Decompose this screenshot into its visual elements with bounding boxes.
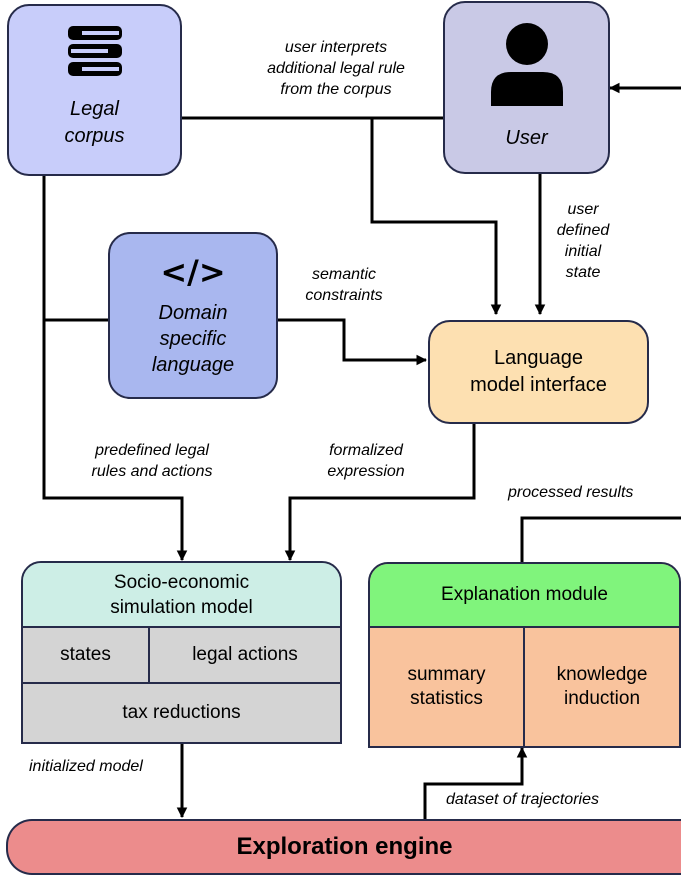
person-icon bbox=[487, 22, 567, 111]
formalized-line2: expression bbox=[327, 463, 405, 480]
lm-interface-label-line2: model interface bbox=[470, 374, 607, 396]
label-semantic-constraints: semantic constraints bbox=[284, 264, 404, 306]
semantic-line1: semantic bbox=[311, 266, 377, 283]
lm-interface-label-line1: Language bbox=[494, 347, 583, 369]
code-icon: </> bbox=[160, 252, 226, 291]
explanation-module-node: Explanation module summary statistics kn… bbox=[368, 562, 681, 748]
knowledge-line2: induction bbox=[563, 688, 641, 709]
summary-line2: statistics bbox=[410, 688, 483, 709]
user-interprets-line2: additional legal rule bbox=[267, 60, 405, 77]
language-model-interface-node: Language model interface bbox=[428, 320, 649, 424]
edge-corpus-to-sim bbox=[42, 176, 188, 562]
knowledge-line1: knowledge bbox=[556, 664, 648, 685]
edge-dsl-to-lm bbox=[278, 318, 428, 366]
user-defined-line2: defined bbox=[556, 222, 610, 239]
books-icon bbox=[65, 23, 125, 90]
cell-tax-reductions: tax reductions bbox=[122, 702, 241, 723]
dsl-label-line1: Domain bbox=[158, 301, 228, 324]
edge-corpus-to-lm bbox=[370, 118, 502, 316]
legal-corpus-label-line1: Legal bbox=[70, 97, 119, 120]
formalized-line1: formalized bbox=[329, 442, 403, 459]
cell-legal-actions: legal actions bbox=[150, 628, 340, 684]
cell-summary-statistics: summary statistics bbox=[370, 628, 525, 746]
engine-label: Exploration engine bbox=[236, 833, 453, 860]
sim-title-line2: simulation model bbox=[110, 596, 253, 618]
simulation-model-header: Socio-economic simulation model bbox=[23, 563, 340, 628]
predefined-line1: predefined legal bbox=[95, 442, 209, 459]
label-user-interprets: user interprets additional legal rule fr… bbox=[236, 37, 436, 100]
user-defined-line4: state bbox=[565, 264, 601, 281]
user-interprets-line1: user interprets bbox=[284, 39, 388, 56]
dsl-label-line2: specific bbox=[159, 327, 227, 350]
user-node: User bbox=[443, 1, 610, 174]
label-predefined: predefined legal rules and actions bbox=[62, 440, 242, 482]
legal-corpus-label-line2: corpus bbox=[64, 124, 125, 147]
edge-lm-to-sim bbox=[284, 424, 476, 562]
user-label: User bbox=[505, 126, 548, 149]
summary-line1: summary bbox=[407, 664, 486, 685]
cell-states: states bbox=[23, 628, 150, 684]
label-formalized: formalized expression bbox=[296, 440, 436, 482]
legal-corpus-node: Legal corpus bbox=[7, 4, 182, 176]
explanation-header: Explanation module bbox=[370, 564, 679, 628]
sim-title-line1: Socio-economic bbox=[113, 571, 250, 593]
edge-explanation-to-output bbox=[520, 516, 681, 562]
user-interprets-line3: from the corpus bbox=[280, 81, 392, 98]
label-dataset: dataset of trajectories bbox=[446, 789, 599, 810]
predefined-line2: rules and actions bbox=[91, 463, 213, 480]
simulation-model-node: Socio-economic simulation model states l… bbox=[21, 561, 342, 744]
label-user-defined: user defined initial state bbox=[548, 199, 618, 283]
label-initialized-model: initialized model bbox=[29, 756, 143, 777]
cell-knowledge-induction: knowledge induction bbox=[525, 628, 679, 746]
semantic-line2: constraints bbox=[305, 287, 383, 304]
user-defined-line3: initial bbox=[564, 243, 602, 260]
label-processed-results: processed results bbox=[508, 482, 634, 503]
dsl-node: </> Domain specific language bbox=[108, 232, 278, 399]
exploration-engine-node: Exploration engine bbox=[6, 819, 681, 875]
user-defined-line1: user bbox=[567, 201, 599, 218]
dsl-label-line3: language bbox=[151, 353, 235, 376]
edge-engine-to-explanation bbox=[423, 746, 528, 819]
